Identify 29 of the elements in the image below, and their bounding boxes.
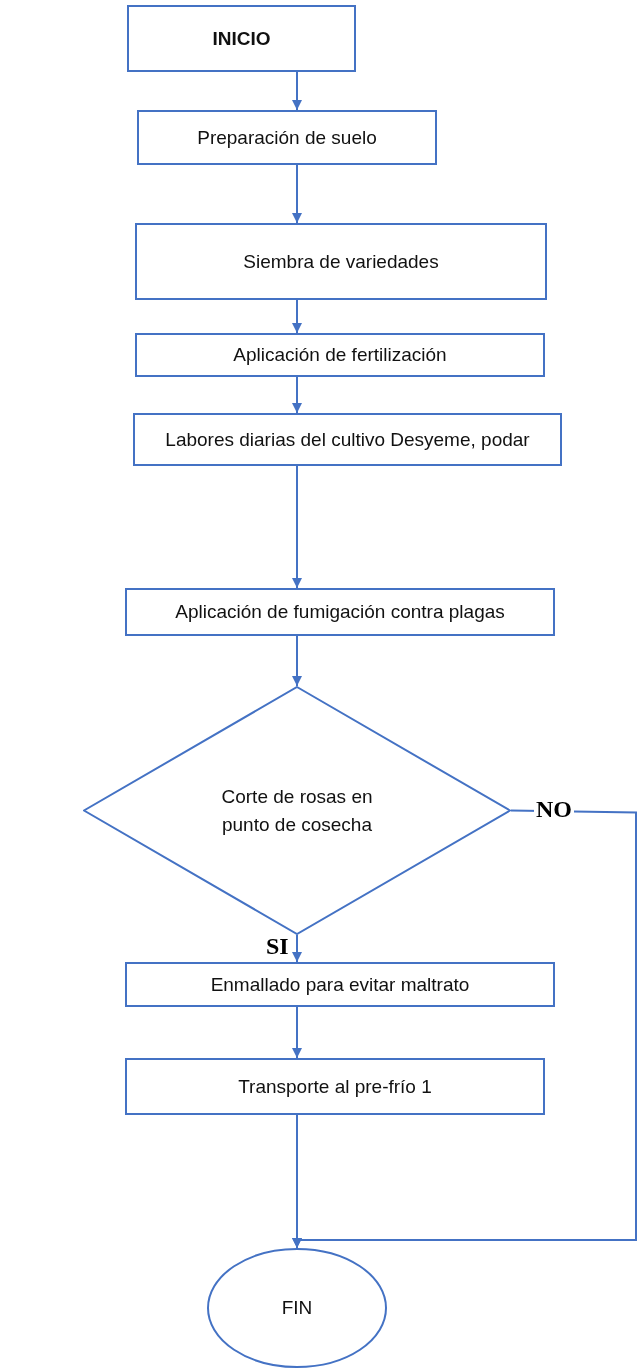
- step-label: Aplicación de fumigación contra plagas: [175, 600, 505, 625]
- process-box: [125, 962, 555, 1007]
- step-label: Labores diarias del cultivo Desyeme, podar: [165, 427, 530, 452]
- process-box: [137, 110, 437, 165]
- process-box: [125, 1058, 545, 1115]
- step-label: Preparación de suelo: [197, 125, 377, 150]
- decision-diamond: [83, 686, 511, 935]
- arrow: [292, 376, 302, 414]
- step-label: Siembra de variedades: [243, 249, 439, 274]
- process-box: [125, 588, 555, 636]
- arrow: [292, 71, 302, 111]
- process-box: [135, 223, 547, 300]
- process-box: [133, 413, 562, 466]
- arrow: [292, 934, 302, 963]
- arrow: [292, 1006, 302, 1059]
- arrow: [292, 164, 302, 224]
- arrow: [292, 809, 637, 1249]
- terminal-ellipse: [207, 1248, 387, 1368]
- process-box: [127, 5, 356, 72]
- step-label: Transporte al pre-frío 1: [238, 1074, 432, 1099]
- step-label: FIN: [281, 1296, 313, 1321]
- step-label: INICIO: [212, 26, 271, 51]
- step-label: Enmallado para evitar maltrato: [210, 972, 470, 997]
- process-box: [135, 333, 545, 377]
- arrow: [292, 635, 302, 687]
- step-label: Corte de rosas en punto de cosecha: [220, 784, 374, 837]
- arrow: [292, 465, 302, 589]
- arrow: [292, 299, 302, 334]
- step-label: Aplicación de fertilización: [233, 343, 447, 368]
